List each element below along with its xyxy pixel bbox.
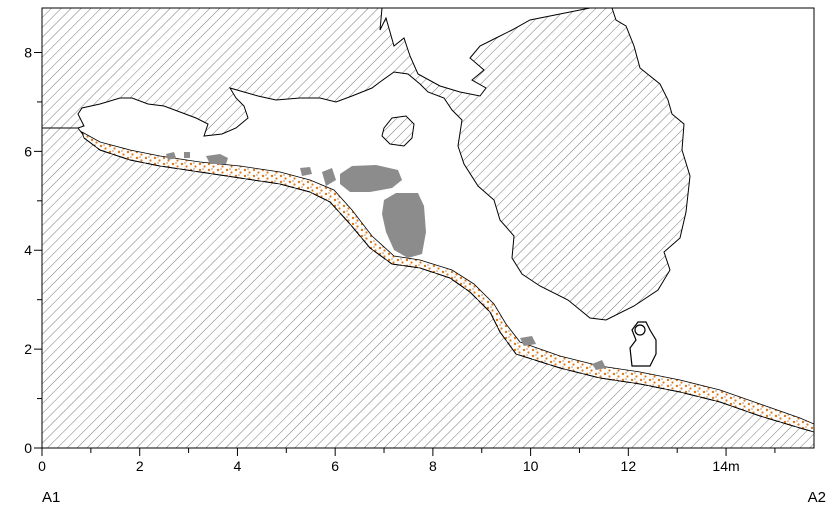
upper-rock-mass — [41, 7, 691, 321]
boulder — [322, 168, 336, 186]
x-tick-label: 4 — [234, 458, 242, 474]
y-tick-label: 6 — [24, 143, 32, 159]
x-tick-label: 14m — [712, 458, 739, 474]
x-axis: 0 2 4 6 8 10 12 14m — [38, 448, 776, 474]
x-tick-label: 2 — [136, 458, 144, 474]
x-tick-label: 10 — [523, 458, 539, 474]
x-tick-label: 6 — [331, 458, 339, 474]
endpoint-label-right: A2 — [808, 489, 826, 506]
x-tick-label: 8 — [429, 458, 437, 474]
boulder — [166, 152, 176, 160]
y-tick-label: 0 — [24, 440, 32, 456]
boulder — [340, 165, 402, 192]
y-axis: 0 2 4 6 8 — [24, 44, 42, 456]
endpoint-label-left: A1 — [42, 489, 60, 506]
boulder — [206, 154, 228, 164]
y-tick-label: 8 — [24, 44, 32, 60]
bedrock-floor — [41, 127, 815, 449]
x-tick-label: 12 — [621, 458, 637, 474]
boulder — [184, 152, 190, 158]
rock-pillar — [381, 115, 415, 147]
y-tick-label: 2 — [24, 341, 32, 357]
boulder — [300, 167, 312, 176]
x-tick-label: 0 — [38, 458, 46, 474]
boulder — [592, 360, 606, 370]
diagram-frame — [41, 7, 815, 449]
sediment-base-line — [83, 137, 815, 433]
boulder — [520, 336, 536, 346]
human-scale-figure — [629, 321, 657, 367]
y-tick-label: 4 — [24, 242, 32, 258]
boulder — [382, 193, 426, 258]
